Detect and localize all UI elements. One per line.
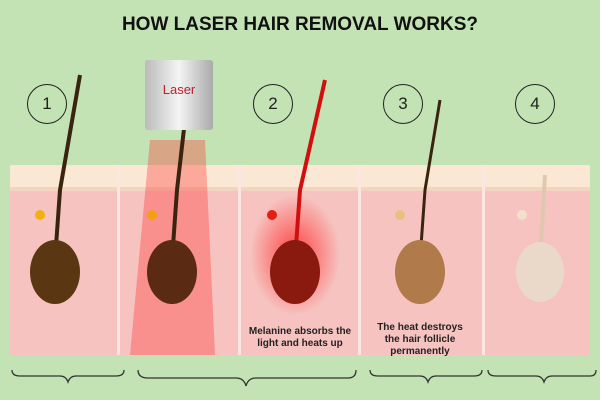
hair-3 <box>267 79 327 304</box>
divider <box>117 165 120 355</box>
laser-label: Laser <box>162 82 196 97</box>
hair-4 <box>395 99 445 304</box>
step-number-4: 4 <box>515 84 555 124</box>
divider <box>482 165 485 355</box>
step-number-3: 3 <box>383 84 423 124</box>
step3-caption: The heat destroys the hair follicle perm… <box>377 322 463 357</box>
divider <box>238 165 241 355</box>
step-number-2: 2 <box>253 84 293 124</box>
brackets <box>11 369 597 387</box>
step-number-1: 1 <box>27 84 67 124</box>
hair-1 <box>30 74 82 304</box>
hair-5 <box>516 174 564 302</box>
hair-2 <box>147 119 197 304</box>
laser-device: Laser <box>145 60 213 130</box>
step2-caption: Melanine absorbs the light and heats up <box>248 326 352 349</box>
divider <box>358 165 361 355</box>
page-title: HOW LASER HAIR REMOVAL WORKS? <box>121 14 479 35</box>
